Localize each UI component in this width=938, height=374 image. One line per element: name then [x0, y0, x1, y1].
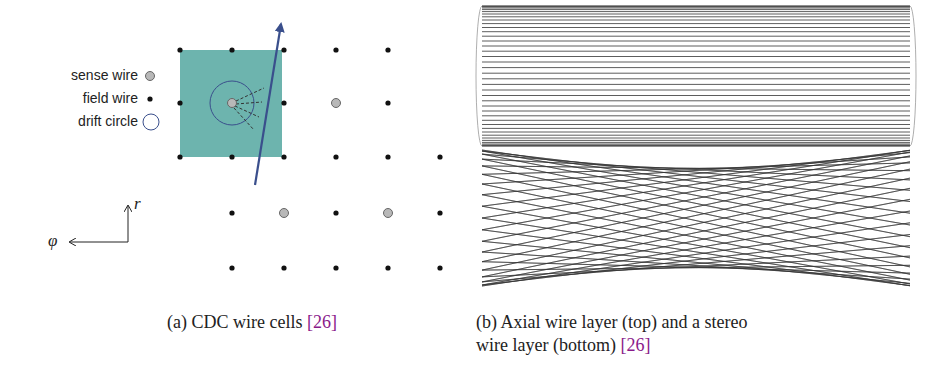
caption-b: (b) Axial wire layer (top) and a stereo …: [476, 311, 776, 358]
legend-label: field wire: [83, 90, 138, 106]
axis-label: φ: [48, 231, 57, 251]
legend-drift-symbol: [143, 114, 159, 130]
wire-cell: [180, 50, 282, 157]
subfigure-caption: (a) CDC wire cells: [167, 312, 302, 332]
subfigure-caption: (b) Axial wire layer (top) and a stereo …: [476, 312, 747, 355]
axial-wire-layer: [476, 6, 916, 146]
stereo-wire-layer: [482, 150, 910, 286]
particle-track: [255, 24, 281, 185]
field-wires: [177, 47, 442, 270]
reference-number: [26]: [620, 335, 650, 355]
legend-label: sense wire: [71, 67, 138, 83]
legend-sense-symbol: [146, 72, 155, 81]
caption-a: (a) CDC wire cells [26]: [167, 311, 337, 334]
axis-label: r: [134, 194, 141, 214]
drift-path: [234, 88, 264, 130]
axis-r: [128, 206, 129, 242]
sense-wires: [228, 99, 393, 218]
legend-field-symbol: [147, 96, 152, 101]
legend-label: drift circle: [78, 113, 138, 129]
axis-phi: [70, 242, 128, 243]
reference-number: [26]: [307, 312, 337, 332]
